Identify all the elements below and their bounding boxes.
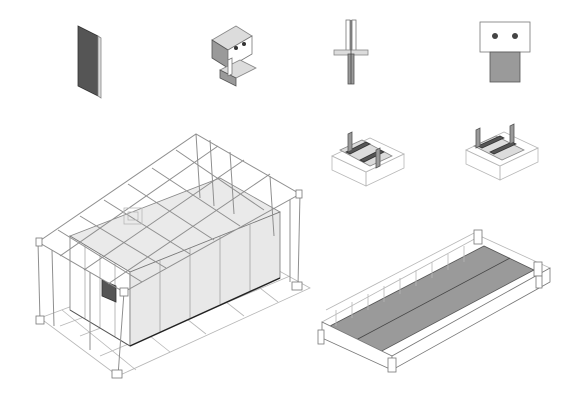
wall-panel <box>77 25 102 99</box>
bracket-connector <box>211 25 257 87</box>
rail-joint-b <box>465 123 539 181</box>
floor-platform <box>317 229 551 373</box>
rail-joint-a <box>331 131 405 187</box>
cross-connector <box>333 19 369 85</box>
mounting-plate <box>479 21 531 83</box>
container-module-assembly <box>35 133 311 379</box>
